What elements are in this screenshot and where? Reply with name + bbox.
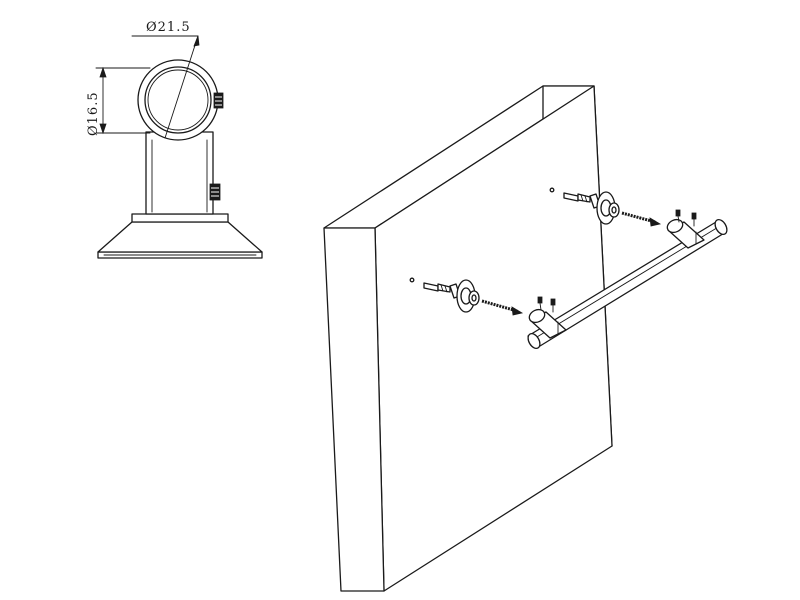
wall-panel [323,85,613,592]
upper-flange [596,191,620,225]
lower-arrow [481,299,524,316]
bracket-ring [137,59,219,141]
bracket-post [145,131,214,215]
lower-screw [409,277,451,293]
upper-screw [549,187,591,203]
upper-mounting-assembly [549,187,662,227]
inner-diameter-dimension: Ø16.5 [86,66,151,136]
bracket-base [97,213,263,259]
outer-diameter-dimension: Ø21.5 [131,20,200,139]
towel-rail [527,209,728,350]
upper-arrow [621,211,662,227]
lower-rail-bracket [528,296,567,339]
set-screw-ring [213,92,224,109]
lower-mounting-assembly [409,277,524,316]
set-screw-post [209,183,221,201]
bracket-detail-view: Ø21.5 Ø16.5 [86,20,263,259]
lower-flange [456,279,480,313]
upper-rail-bracket [666,209,705,249]
inner-diameter-label: Ø16.5 [86,91,101,136]
outer-diameter-label: Ø21.5 [146,20,191,35]
